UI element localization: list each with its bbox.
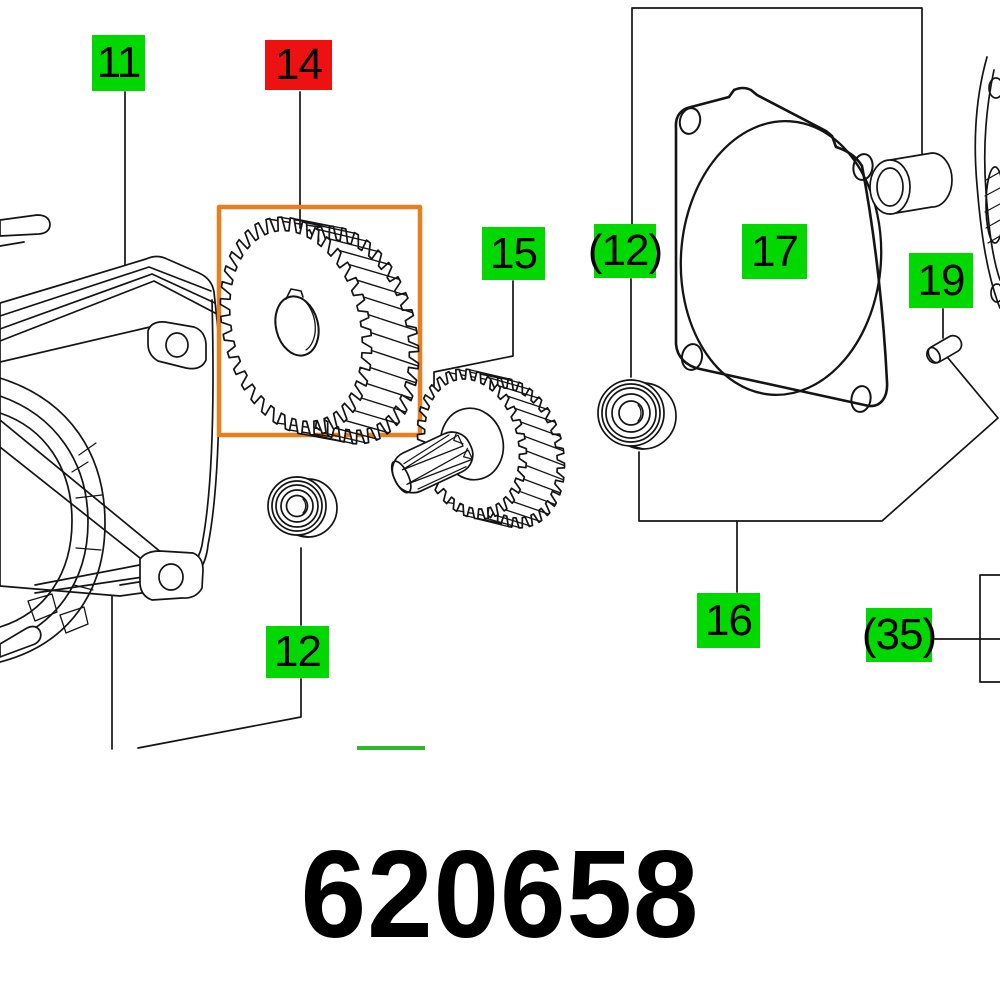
part-label-12[interactable]: 12: [266, 626, 329, 678]
part-label-19[interactable]: 19: [909, 253, 973, 308]
part-label-14-selected[interactable]: 14: [265, 40, 332, 90]
part-label-cropped: [357, 746, 425, 750]
ball-bearing-left-drawing: [267, 476, 338, 538]
helical-gear-drawing: [219, 216, 420, 445]
sleeve-bushing-drawing: [869, 152, 953, 215]
ball-bearing-center-drawing: [597, 379, 677, 450]
part-label-12-ref[interactable]: (12): [588, 224, 663, 278]
part-label-17[interactable]: 17: [742, 224, 807, 279]
pinion-gear-drawing: [390, 368, 566, 529]
gear-housing-drawing: [0, 214, 220, 663]
part-label-15[interactable]: 15: [482, 227, 545, 280]
part-number: 620658: [300, 826, 700, 964]
right-edge-part-drawing: [974, 56, 1000, 309]
part-label-35-ref[interactable]: (35): [862, 608, 937, 662]
pin-drawing: [925, 334, 963, 364]
part-label-11[interactable]: 11: [92, 35, 145, 91]
part-label-16[interactable]: 16: [697, 593, 760, 648]
